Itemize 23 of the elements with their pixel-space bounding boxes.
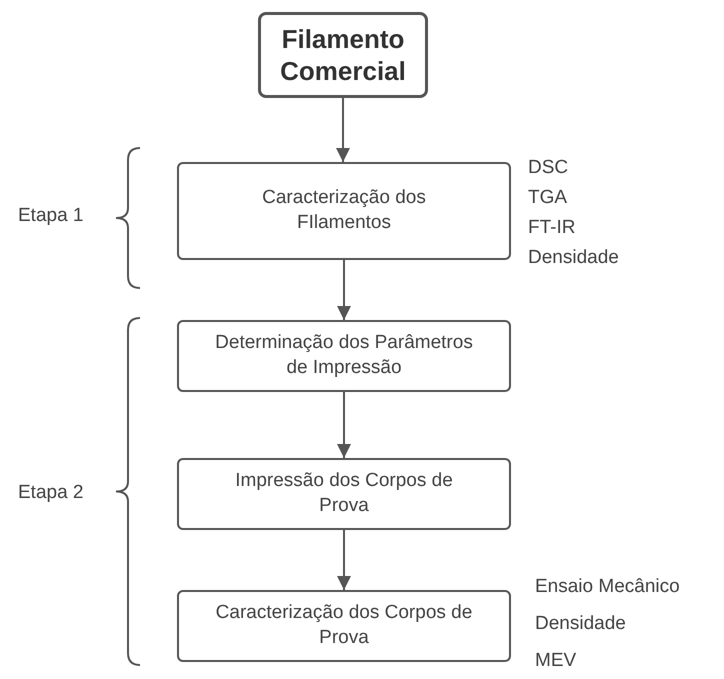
process-box [177,590,511,662]
arrow [337,392,351,458]
process-box [258,12,428,98]
method-label: Densidade [535,613,626,635]
box-label: Caracterização dos FIlamentos [261,186,427,235]
method-label: MEV [535,650,576,672]
method-label: TGA [528,187,568,209]
arrow [337,530,351,590]
box-label: Impressão dos Corpos de Prova [234,469,454,518]
process-box [177,458,511,530]
arrow [336,98,350,162]
box-label: Caracterização dos Corpos de Prova [214,601,474,650]
stage-label: Etapa 1 [18,205,84,227]
method-label: Ensaio Mecânico [535,576,680,598]
method-label: DSC [528,157,568,179]
box-label: Filamento Comercial [279,22,407,88]
process-box [177,162,511,260]
stage-label: Etapa 2 [18,482,84,504]
box-label: Determinação dos Parâmetros de Impressão [214,331,474,380]
arrow [337,260,351,320]
method-label: Densidade [528,247,619,269]
process-box [177,320,511,392]
method-label: FT-IR [528,217,576,239]
